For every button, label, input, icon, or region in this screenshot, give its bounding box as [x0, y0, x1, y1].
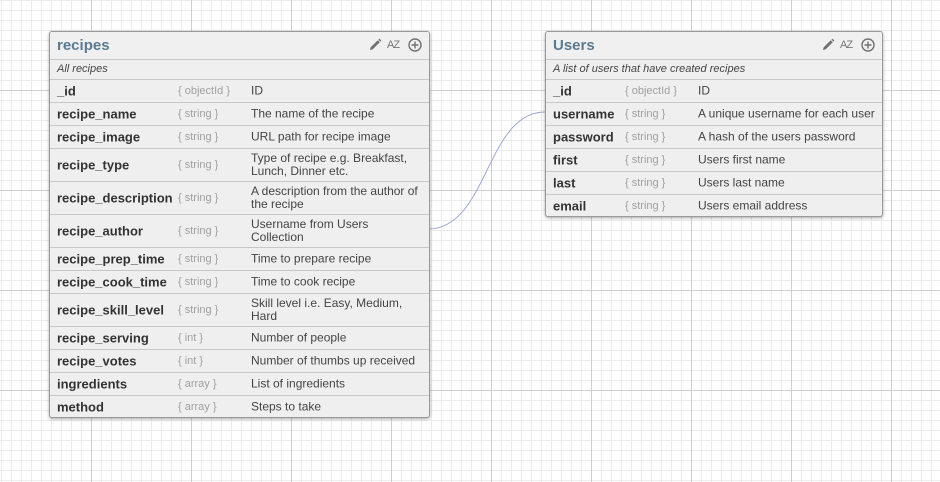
field-description: ID [698, 83, 710, 98]
field-type: { string } [178, 276, 219, 288]
users-table[interactable]: Users AZ A list of users that have creat… [545, 31, 883, 217]
field-row[interactable]: recipe_image { string } URL path for rec… [50, 126, 429, 149]
field-description: The name of the recipe [251, 106, 375, 121]
field-row[interactable]: recipe_name { string } The name of the r… [50, 103, 429, 126]
field-row[interactable]: email { string } Users email address [546, 195, 882, 216]
field-description: Users email address [698, 198, 808, 213]
field-type: { int } [178, 355, 204, 367]
field-name: _id [553, 83, 572, 99]
field-name: email [553, 198, 587, 214]
field-description: Time to cook recipe [251, 274, 356, 289]
field-type: { array } [178, 401, 217, 413]
field-type: { string } [178, 253, 219, 265]
field-name: recipe_votes [57, 353, 137, 369]
field-name: method [57, 399, 104, 415]
field-description: ID [251, 83, 263, 98]
field-type: { string } [178, 192, 219, 204]
field-name: recipe_name [57, 106, 137, 122]
field-name: _id [57, 83, 76, 99]
field-name: recipe_cook_time [57, 274, 167, 290]
table-title: recipes [57, 37, 110, 54]
field-type: { string } [625, 154, 666, 166]
field-description: Users first name [698, 152, 786, 167]
field-description: Number of thumbs up received [251, 353, 416, 368]
field-row[interactable]: username { string } A unique username fo… [546, 103, 882, 126]
field-type: { objectId } [178, 85, 230, 97]
field-type: { string } [178, 131, 219, 143]
table-description: A list of users that have created recipe… [546, 60, 882, 80]
field-name: ingredients [57, 376, 128, 392]
field-description: Username from Users Collection [251, 217, 369, 244]
field-description: Number of people [251, 330, 347, 345]
field-type: { string } [625, 108, 666, 120]
field-description: URL path for recipe image [251, 129, 391, 144]
field-name: recipe_image [57, 129, 141, 145]
pencil-icon[interactable] [367, 37, 383, 53]
users-table-header: Users AZ [546, 32, 882, 60]
field-row[interactable]: last { string } Users last name [546, 172, 882, 195]
field-description: A hash of the users password [698, 129, 856, 144]
sort-az-icon[interactable]: AZ [840, 39, 853, 51]
field-description: List of ingredients [251, 376, 346, 391]
field-name: recipe_description [57, 190, 173, 206]
field-row[interactable]: method { array } Steps to take [50, 396, 429, 417]
field-row[interactable]: recipe_type { string } Type of recipe e.… [50, 149, 429, 182]
field-type: { string } [178, 159, 219, 171]
field-row[interactable]: recipe_skill_level { string } Skill leve… [50, 294, 429, 327]
sort-az-icon[interactable]: AZ [387, 39, 400, 51]
field-row[interactable]: ingredients { array } List of ingredient… [50, 373, 429, 396]
field-type: { array } [178, 378, 217, 390]
recipes-table[interactable]: recipes AZ All recipes _id { objectId } … [49, 31, 430, 418]
field-name: recipe_serving [57, 330, 149, 346]
table-description: All recipes [50, 60, 429, 80]
field-row[interactable]: password { string } A hash of the users … [546, 126, 882, 149]
pencil-icon[interactable] [820, 37, 836, 53]
field-description: Users last name [698, 175, 785, 190]
field-name: recipe_author [57, 223, 143, 239]
add-circle-icon[interactable] [860, 37, 876, 53]
field-row[interactable]: _id { objectId } ID [546, 80, 882, 103]
field-type: { objectId } [625, 85, 677, 97]
field-row[interactable]: _id { objectId } ID [50, 80, 429, 103]
connector-line [427, 111, 546, 230]
field-type: { string } [178, 225, 219, 237]
field-name: recipe_prep_time [57, 251, 165, 267]
field-type: { int } [178, 332, 204, 344]
field-row[interactable]: recipe_votes { int } Number of thumbs up… [50, 350, 429, 373]
field-row[interactable]: recipe_prep_time { string } Time to prep… [50, 248, 429, 271]
field-row[interactable]: recipe_serving { int } Number of people [50, 327, 429, 350]
field-type: { string } [625, 177, 666, 189]
field-type: { string } [178, 304, 219, 316]
field-name: recipe_skill_level [57, 302, 164, 318]
field-description: A unique username for each user [698, 106, 875, 121]
field-type: { string } [625, 200, 666, 212]
field-description: Time to prepare recipe [251, 251, 372, 266]
field-name: recipe_type [57, 157, 130, 173]
field-type: { string } [625, 131, 666, 143]
field-name: password [553, 129, 614, 145]
add-circle-icon[interactable] [407, 37, 423, 53]
table-title: Users [553, 37, 595, 54]
field-row[interactable]: recipe_description { string } A descript… [50, 182, 429, 215]
field-description: Steps to take [251, 399, 322, 414]
field-row[interactable]: recipe_cook_time { string } Time to cook… [50, 271, 429, 294]
field-description: A description from the author of the rec… [251, 184, 418, 211]
recipes-table-header: recipes AZ [50, 32, 429, 60]
field-description: Type of recipe e.g. Breakfast, Lunch, Di… [251, 151, 408, 178]
field-type: { string } [178, 108, 219, 120]
field-name: username [553, 106, 615, 122]
field-description: Skill level i.e. Easy, Medium, Hard [251, 296, 403, 323]
field-name: first [553, 152, 578, 168]
field-row[interactable]: recipe_author { string } Username from U… [50, 215, 429, 248]
field-row[interactable]: first { string } Users first name [546, 149, 882, 172]
field-name: last [553, 175, 576, 191]
